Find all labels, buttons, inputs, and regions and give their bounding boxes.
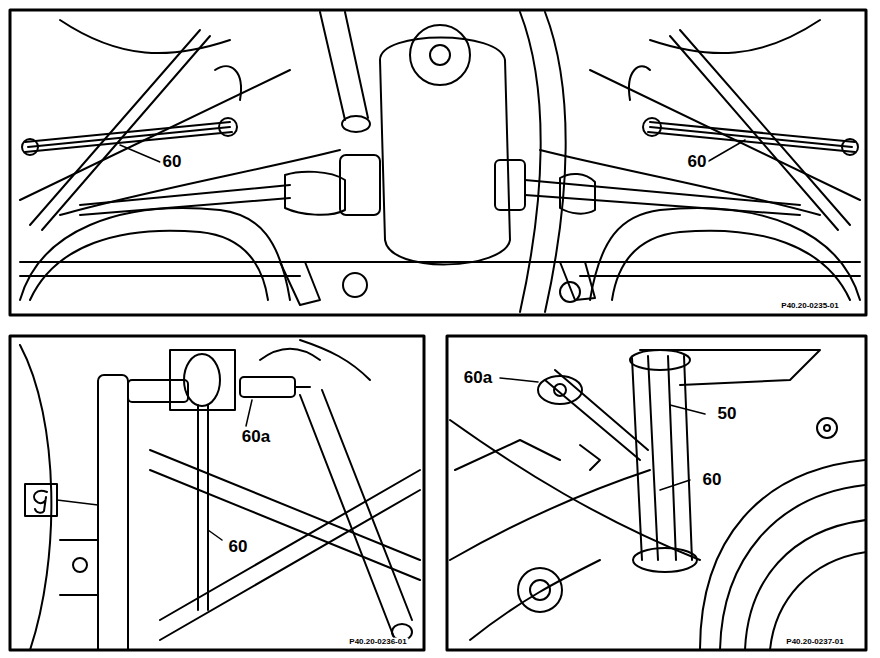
- stabilizer-detail-view: [450, 350, 866, 650]
- figure-code: P40.20-0235-01: [779, 302, 840, 311]
- torsion-bar-detail-view: [20, 340, 420, 655]
- rear-axle-view: [20, 12, 860, 312]
- callout-number: 60a: [240, 428, 272, 447]
- callout-number: 60a: [462, 369, 494, 388]
- callout-number: 60: [701, 471, 724, 490]
- callout-number: 60: [686, 153, 709, 172]
- panel-frame: [10, 336, 424, 650]
- figure-code: P40.20-0236-01: [347, 638, 408, 647]
- callout-number: 60: [227, 538, 250, 557]
- callout-number: 50: [716, 405, 739, 424]
- figure-code: P40.20-0237-01: [784, 638, 845, 647]
- panel-frame: [10, 10, 866, 315]
- panel-frame: [447, 336, 866, 650]
- callout-number: 60: [161, 153, 184, 172]
